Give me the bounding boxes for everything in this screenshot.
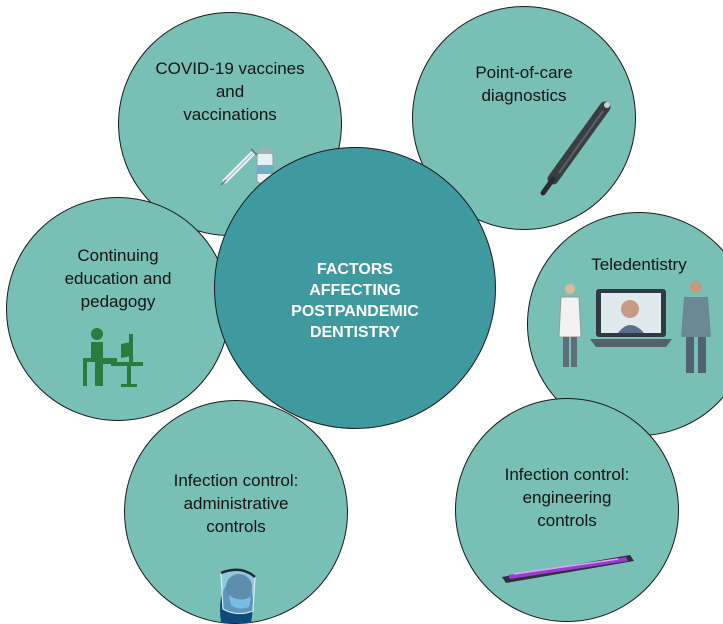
label-line: vaccinations: [183, 105, 277, 124]
central-topic-label: FACTORS AFFECTING POSTPANDEMIC DENTISTRY: [215, 259, 495, 343]
label-line: DENTISTRY: [309, 324, 401, 341]
factor-covid-vaccines-label: COVID-19 vaccines and vaccinations: [119, 57, 341, 126]
factor-continuing-education-label: Continuing education and pedagogy: [7, 244, 229, 313]
label-line: AFFECTING: [309, 282, 401, 299]
factor-point-of-care-diagnostics-label: Point-of-care diagnostics: [413, 61, 635, 107]
label-line: diagnostics: [481, 86, 567, 105]
label-line: COVID-19 vaccines: [155, 59, 305, 78]
label-line: Infection control:: [173, 471, 299, 490]
factor-infection-control-administrative-label: Infection control: administrative contro…: [125, 469, 347, 538]
diagnostic-pen-icon: [540, 101, 611, 196]
label-line: administrative: [183, 494, 289, 513]
label-line: education and: [64, 269, 172, 288]
uv-lamp-icon: [502, 555, 634, 583]
factor-infection-control-engineering-label: Infection control: engineering controls: [456, 463, 678, 532]
label-line: Teledentistry: [591, 255, 687, 274]
telehealth-laptop-icon: [558, 281, 711, 373]
student-at-computer-icon: [83, 328, 143, 387]
label-line: FACTORS: [316, 261, 394, 278]
label-line: pedagogy: [80, 292, 156, 311]
label-line: Point-of-care: [475, 63, 573, 82]
label-line: and: [215, 82, 245, 101]
label-line: engineering: [522, 488, 612, 507]
label-line: Infection control:: [504, 465, 630, 484]
label-line: Continuing: [77, 246, 159, 265]
label-line: controls: [537, 511, 597, 530]
face-shield-icon: [220, 568, 256, 623]
factor-infection-control-administrative: Infection control: administrative contro…: [124, 400, 348, 624]
factor-covid-vaccines: COVID-19 vaccines and vaccinations: [118, 12, 342, 236]
label-line: POSTPANDEMIC: [291, 303, 419, 320]
factor-continuing-education: Continuing education and pedagogy: [6, 197, 230, 421]
central-topic: FACTORS AFFECTING POSTPANDEMIC DENTISTRY: [214, 147, 496, 429]
factor-infection-control-engineering: Infection control: engineering controls: [455, 398, 679, 622]
label-line: controls: [206, 517, 266, 536]
factor-teledentistry-label: Teledentistry: [528, 253, 723, 276]
